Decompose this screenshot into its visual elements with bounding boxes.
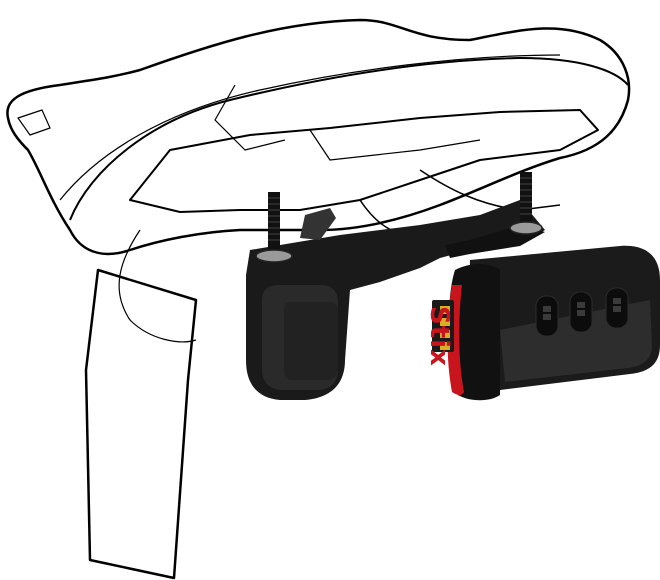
brand-logo-text: Stix	[424, 306, 454, 367]
usb-contacts	[440, 306, 450, 350]
seatpost	[84, 268, 198, 580]
rear-light	[432, 245, 660, 401]
saddle-rail-mount	[246, 200, 545, 400]
mount-bolts	[255, 172, 543, 263]
